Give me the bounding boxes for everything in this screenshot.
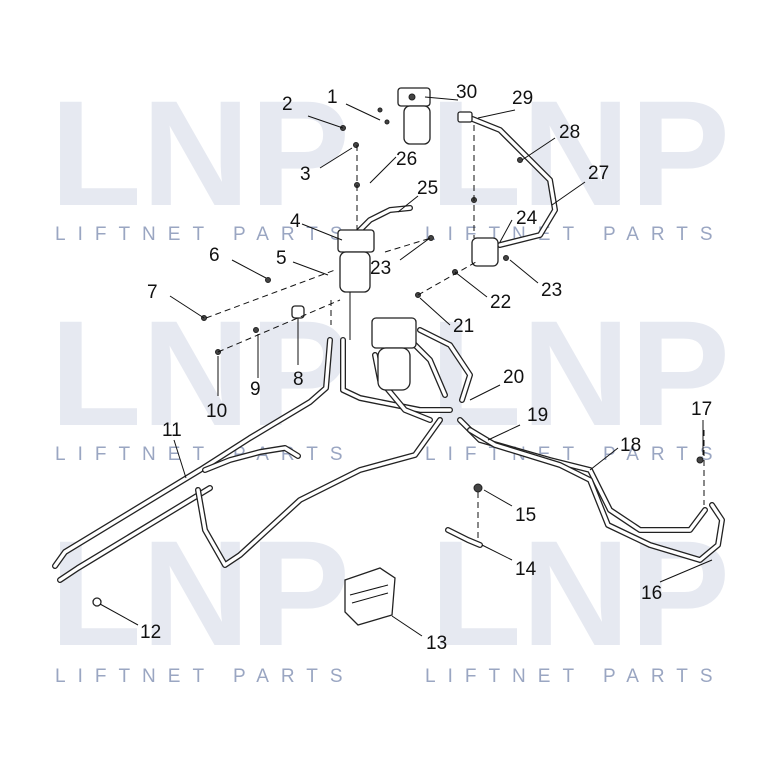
callout-25: 25 <box>417 178 438 199</box>
svg-text:LIFTNET PARTS: LIFTNET PARTS <box>425 224 725 245</box>
water-separator <box>371 317 417 391</box>
callout-6: 6 <box>209 245 220 266</box>
watermark-layer: LNP LNP LNP LNP LNP LNP LIFTNET PARTS LI… <box>50 69 730 687</box>
leader-lines <box>99 96 713 637</box>
svg-text:LIFTNET PARTS: LIFTNET PARTS <box>55 444 355 465</box>
callout-4: 4 <box>290 211 301 232</box>
svg-text:LNP: LNP <box>50 289 350 457</box>
callout-1: 1 <box>327 87 338 108</box>
fuel-filter-assembly <box>337 229 375 340</box>
callout-7: 7 <box>147 282 158 303</box>
callout-27: 27 <box>588 163 609 184</box>
components <box>92 87 705 626</box>
svg-text:LIFTNET PARTS: LIFTNET PARTS <box>425 666 725 687</box>
fuel-pump <box>471 237 499 267</box>
callout-14: 14 <box>515 559 537 580</box>
watermark-logo: LNP LNP LNP LNP LNP LNP <box>50 69 730 677</box>
svg-text:LNP: LNP <box>50 509 350 677</box>
callout-22: 22 <box>490 292 511 313</box>
callout-labels: 1 2 3 4 5 6 7 8 9 10 11 12 13 14 15 16 1… <box>140 82 712 654</box>
svg-text:LNP: LNP <box>430 69 730 237</box>
fitting <box>92 597 102 607</box>
callout-9: 9 <box>250 379 261 400</box>
svg-text:LIFTNET PARTS: LIFTNET PARTS <box>55 224 355 245</box>
callout-5: 5 <box>276 248 287 269</box>
assembly-centerlines <box>205 125 705 540</box>
hardware-dots <box>201 107 704 493</box>
callout-17: 17 <box>691 399 712 420</box>
svg-text:LNP: LNP <box>430 509 730 677</box>
callout-18: 18 <box>620 435 641 456</box>
callout-10: 10 <box>206 401 227 422</box>
callout-30: 30 <box>456 82 477 103</box>
callout-19: 19 <box>527 405 548 426</box>
callout-12: 12 <box>140 622 161 643</box>
mounting-bracket <box>344 567 396 626</box>
banjo-fitting <box>457 111 473 123</box>
callout-16: 16 <box>641 583 662 604</box>
callout-28: 28 <box>559 122 580 143</box>
callout-3: 3 <box>300 164 311 185</box>
top-fuel-filter <box>397 87 431 145</box>
fuel-lines <box>52 115 725 583</box>
callout-11: 11 <box>162 420 182 441</box>
callout-15: 15 <box>515 505 536 526</box>
svg-text:LNP: LNP <box>50 69 350 237</box>
callout-26: 26 <box>396 149 417 170</box>
callout-23-left: 23 <box>370 258 391 279</box>
callout-24: 24 <box>516 208 538 229</box>
callout-23-right: 23 <box>541 280 562 301</box>
watermark-brand: LIFTNET PARTS LIFTNET PARTS LIFTNET PART… <box>55 224 725 687</box>
svg-text:LNP: LNP <box>430 289 730 457</box>
callout-21: 21 <box>453 316 474 337</box>
callout-20: 20 <box>503 367 524 388</box>
svg-text:LIFTNET PARTS: LIFTNET PARTS <box>425 444 725 465</box>
callout-8: 8 <box>293 369 304 390</box>
callout-29: 29 <box>512 88 533 109</box>
svg-text:LIFTNET PARTS: LIFTNET PARTS <box>55 666 355 687</box>
callout-2: 2 <box>282 94 293 115</box>
callout-13: 13 <box>426 633 447 654</box>
